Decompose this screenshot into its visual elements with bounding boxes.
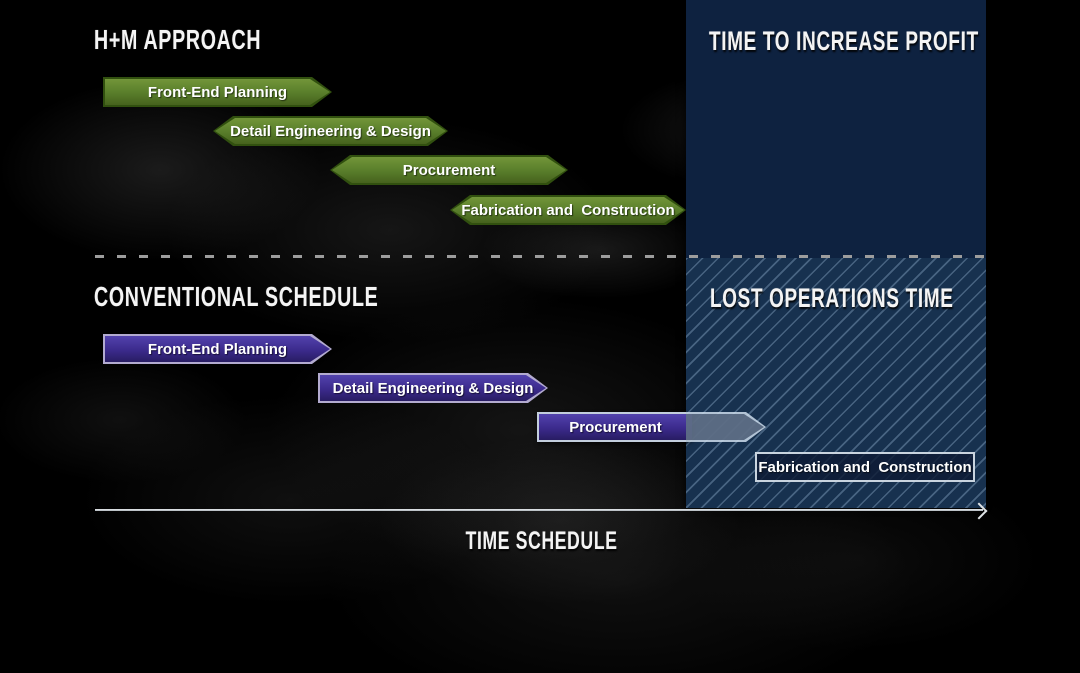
right-panel <box>686 0 986 508</box>
bar-label: Fabrication and Construction <box>461 201 675 219</box>
time-to-increase-profit-heading: TIME TO INCREASE PROFIT <box>709 26 979 56</box>
time-to-increase-profit-panel <box>686 0 986 258</box>
bar-label: Fabrication and Construction <box>758 458 972 476</box>
section-divider-dashed-line <box>95 255 985 258</box>
bar-label: Front-End Planning <box>147 83 288 101</box>
lost-operations-time-heading: LOST OPERATIONS TIME <box>710 283 954 313</box>
bar-label: Front-End Planning <box>147 340 288 358</box>
bar-label: Detail Engineering & Design <box>332 379 534 397</box>
conv-bar-front-end-planning: Front-End Planning <box>103 334 332 364</box>
bar-label: Procurement <box>569 418 662 436</box>
bar-label: Detail Engineering & Design <box>230 122 431 140</box>
time-schedule-label: TIME SCHEDULE <box>465 527 618 555</box>
hm-bar-detail-engineering-design: Detail Engineering & Design <box>213 116 448 146</box>
hm-bar-fabrication-construction: Fabrication and Construction <box>450 195 686 225</box>
hm-approach-heading: H+M APPROACH <box>94 24 262 55</box>
time-axis-line <box>95 509 983 511</box>
hm-bar-procurement: Procurement <box>330 155 568 185</box>
conventional-schedule-heading: CONVENTIONAL SCHEDULE <box>94 281 379 312</box>
bar-label: Procurement <box>402 161 496 179</box>
conv-bar-detail-engineering-design: Detail Engineering & Design <box>318 373 548 403</box>
conv-bar-fabrication-construction: Fabrication and Construction <box>755 452 975 482</box>
hm-bar-front-end-planning: Front-End Planning <box>103 77 332 107</box>
conv-bar-procurement: Procurement <box>537 412 692 442</box>
